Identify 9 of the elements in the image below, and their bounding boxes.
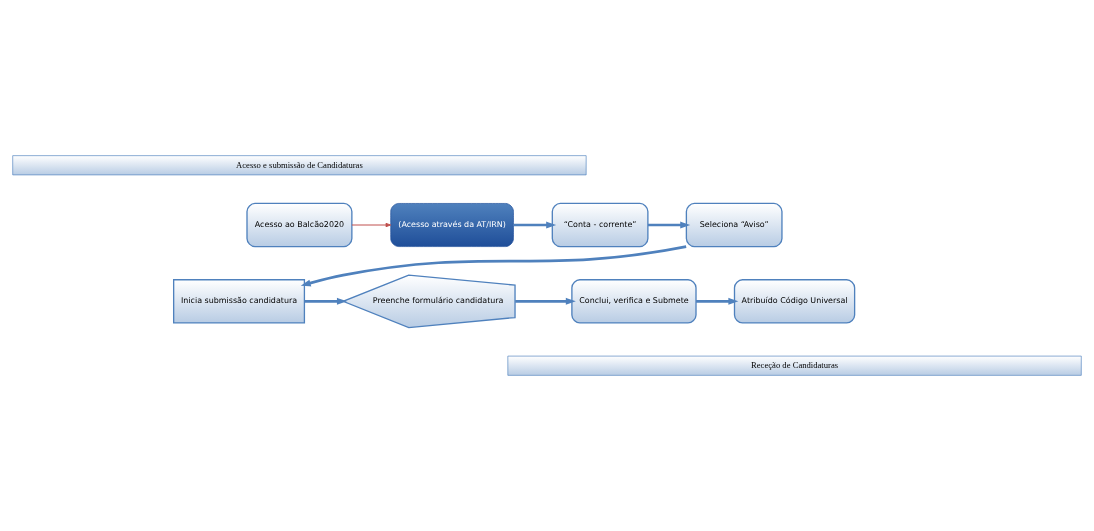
- arrow: [304, 297, 347, 305]
- node-box: Acesso e submissão de Candidaturas: [12, 155, 587, 176]
- arrow: [648, 221, 691, 229]
- arrow: [696, 297, 739, 305]
- node-box: Receção de Candidaturas: [507, 355, 1082, 376]
- arrow: [351, 222, 392, 228]
- arrow: [515, 297, 576, 305]
- arrow: [513, 221, 557, 229]
- arrow: [300, 245, 687, 287]
